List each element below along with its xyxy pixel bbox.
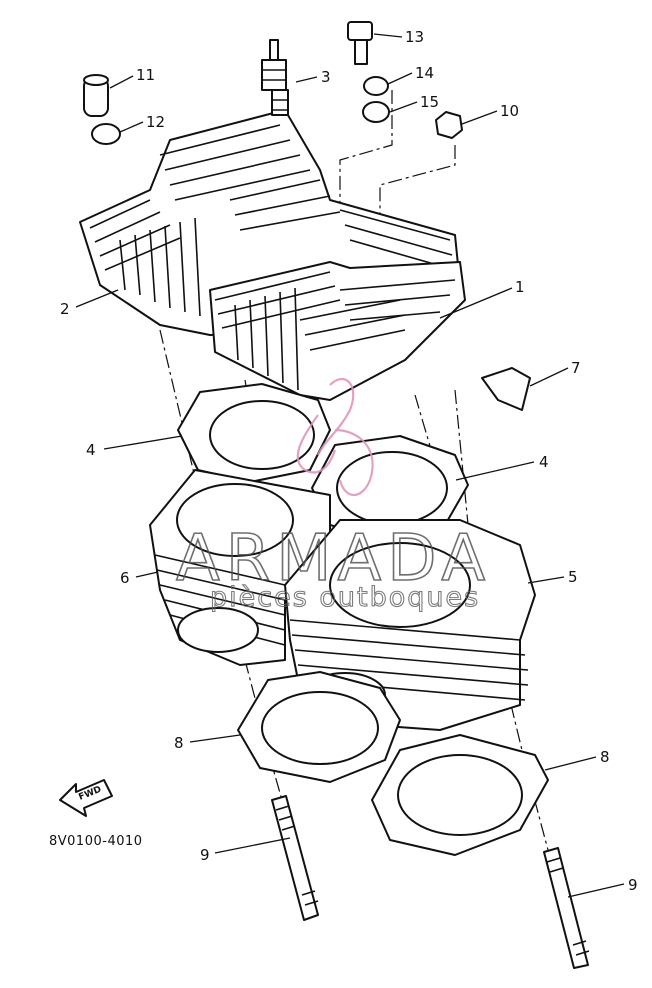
callout-9-front: 9: [628, 876, 638, 894]
cover-cap-7: [481, 367, 531, 411]
callout-14: 14: [415, 64, 434, 82]
leader-lines: [75, 33, 625, 898]
callout-10: 10: [500, 102, 519, 120]
base-gasket-front: [371, 734, 549, 856]
callout-7: 7: [571, 359, 581, 377]
callout-8-rear: 8: [174, 734, 184, 752]
dowel-sleeve: [83, 74, 109, 117]
watermark-brand: ARMADA: [176, 522, 491, 596]
stud-bolt-rear: [271, 795, 319, 921]
washer-12: [91, 123, 121, 145]
head-gasket-front: [311, 435, 469, 541]
stud-bolt-front: [543, 847, 590, 969]
cylinder-block-rear: [149, 469, 331, 666]
cylinder-block-front: [284, 519, 536, 731]
callout-labels: 1 2 3 4 4 5 6 7 8 8 9 9 10 11 12 13 14 1…: [60, 28, 638, 894]
callout-3: 3: [321, 68, 331, 86]
cylinder-head-front: [209, 261, 466, 401]
washer-15: [362, 101, 390, 123]
callout-6: 6: [120, 569, 130, 587]
callout-1: 1: [515, 278, 525, 296]
callout-13: 13: [405, 28, 424, 46]
callout-8-front: 8: [600, 748, 610, 766]
callout-15: 15: [420, 93, 439, 111]
callout-11: 11: [136, 66, 155, 84]
bolt-13: [347, 21, 373, 65]
callout-9-rear: 9: [200, 846, 210, 864]
callout-4-rear: 4: [86, 441, 96, 459]
base-gasket-rear: [237, 671, 401, 783]
callout-2: 2: [60, 300, 70, 318]
watermark: ARMADA pièces outboques: [175, 378, 491, 614]
fwd-arrow: FWD: [59, 779, 113, 817]
callout-12: 12: [146, 113, 165, 131]
watermark-logo-mark: [296, 378, 374, 497]
head-gasket-rear: [177, 383, 331, 483]
washer-14: [363, 76, 389, 96]
nut-10: [435, 111, 463, 139]
watermark-tagline: pièces outboques: [210, 582, 480, 613]
callout-4-front: 4: [539, 453, 549, 471]
part-code: 8V0100-4010: [49, 834, 143, 849]
callout-5: 5: [568, 568, 578, 586]
spark-plug: [261, 39, 289, 116]
